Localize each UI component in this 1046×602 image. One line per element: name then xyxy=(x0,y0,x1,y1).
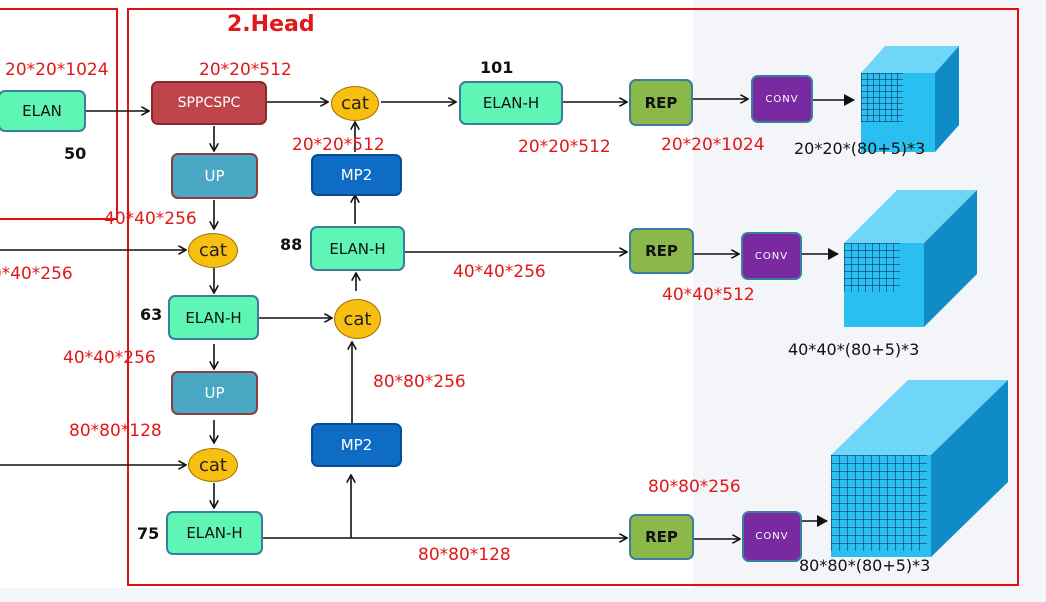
head-title: 2.Head xyxy=(227,12,315,37)
output-cube-80 xyxy=(831,380,1008,557)
layer-number-101: 101 xyxy=(480,58,514,77)
concat-node-mid: cat xyxy=(334,299,381,339)
elan-h-88-block: ELAN-H xyxy=(310,226,405,271)
output-label-40: 40*40*(80+5)*3 xyxy=(788,340,920,359)
dim-label: 20*20*1024 xyxy=(5,60,109,80)
output-label-80: 80*80*(80+5)*3 xyxy=(799,556,931,575)
output-label-20: 20*20*(80+5)*3 xyxy=(794,139,926,158)
layer-number-75: 75 xyxy=(137,524,160,543)
dim-label: 40*40*256 xyxy=(0,264,73,284)
mp2-block-top: MP2 xyxy=(311,154,402,196)
dim-label: 80*80*256 xyxy=(648,477,741,497)
dim-label: 40*40*256 xyxy=(453,262,546,282)
upsample-block-1: UP xyxy=(171,153,258,199)
rep-block-1: REP xyxy=(629,79,693,126)
bottom-background-strip xyxy=(0,588,1046,602)
elan-backbone-block: ELAN xyxy=(0,90,86,132)
upsample-block-2: UP xyxy=(171,371,258,415)
backbone-frame xyxy=(0,8,118,220)
dim-label: 20*20*512 xyxy=(518,137,611,157)
conv-block-3: CONV xyxy=(742,511,802,562)
layer-number-50: 50 xyxy=(64,144,87,163)
rep-block-2: REP xyxy=(629,228,694,274)
elan-h-75-block: ELAN-H xyxy=(166,511,263,555)
dim-label: 40*40*256 xyxy=(104,209,197,229)
rep-block-3: REP xyxy=(629,514,694,560)
elan-h-63-block: ELAN-H xyxy=(168,295,259,340)
concat-node-1: cat xyxy=(188,233,238,268)
dim-label: 20*20*512 xyxy=(199,60,292,80)
concat-node-top: cat xyxy=(331,86,379,121)
dim-label: 20*20*1024 xyxy=(661,135,765,155)
head-frame xyxy=(127,8,1019,586)
layer-number-63: 63 xyxy=(140,305,163,324)
dim-label: 80*80*256 xyxy=(373,372,466,392)
sppcspc-block: SPPCSPC xyxy=(151,81,267,125)
output-cube-20 xyxy=(861,46,959,152)
concat-node-2: cat xyxy=(188,448,238,482)
dim-label: 20*20*512 xyxy=(292,135,385,155)
mp2-block-bottom: MP2 xyxy=(311,423,402,467)
conv-block-1: CONV xyxy=(751,75,813,123)
conv-block-2: CONV xyxy=(741,232,802,280)
dim-label: 40*40*512 xyxy=(662,285,755,305)
layer-number-88: 88 xyxy=(280,235,303,254)
dim-label: 40*40*256 xyxy=(63,348,156,368)
elan-h-101-block: ELAN-H xyxy=(459,81,563,125)
output-cube-40 xyxy=(844,190,977,327)
dim-label: 80*80*128 xyxy=(418,545,511,565)
dim-label: 80*80*128 xyxy=(69,421,162,441)
